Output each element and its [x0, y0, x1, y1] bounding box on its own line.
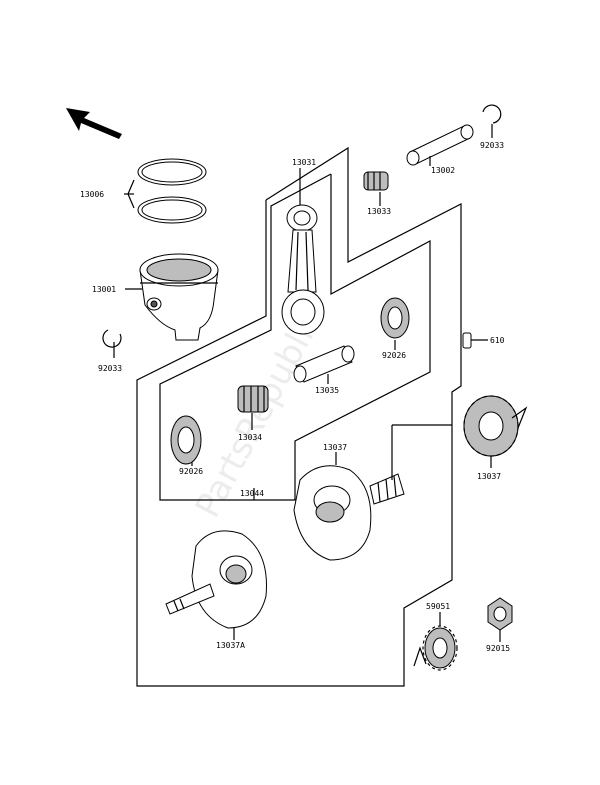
label-13037-top: 13037 — [323, 443, 347, 452]
label-13035: 13035 — [315, 386, 339, 395]
dowel-pin — [462, 332, 472, 349]
thrust-washer-left — [170, 415, 202, 465]
circlip-top — [482, 104, 502, 124]
connecting-rod-group-outline — [159, 173, 431, 501]
label-59051: 59051 — [426, 602, 450, 611]
label-13002: 13002 — [431, 166, 455, 175]
bracket-13006 — [127, 179, 135, 209]
label-13037-gear: 13037 — [477, 472, 501, 481]
needle-bearing-big-end — [237, 385, 269, 413]
gear-indicator-mark — [511, 406, 528, 429]
label-13031: 13031 — [292, 158, 316, 167]
crankshaft-assembly-outline — [136, 146, 462, 687]
circlip-left — [102, 329, 122, 348]
label-13001: 13001 — [92, 285, 116, 294]
label-610: 610 — [490, 336, 505, 345]
balancer-sprocket — [422, 625, 458, 671]
crankshaft-nut — [487, 597, 513, 631]
label-13006: 13006 — [80, 190, 104, 199]
label-92026-right: 92026 — [382, 351, 406, 360]
label-13034: 13034 — [238, 433, 262, 442]
connecting-rod — [281, 204, 325, 335]
label-92026-left: 92026 — [179, 467, 203, 476]
crankshaft-right-half — [293, 465, 405, 561]
piston-rings — [137, 158, 207, 224]
sprocket-indicator-mark — [413, 646, 427, 667]
piston — [139, 253, 219, 341]
crank-pin — [293, 345, 355, 383]
crankshaft-left-half — [165, 530, 267, 629]
label-13033: 13033 — [367, 207, 391, 216]
thrust-washer-right — [380, 297, 410, 339]
label-92033-top: 92033 — [480, 141, 504, 150]
needle-bearing-small-end — [363, 171, 389, 191]
label-13044: 13044 — [240, 489, 264, 498]
piston-pin — [406, 124, 474, 166]
front-direction-arrow-icon — [66, 108, 122, 139]
label-13037A: 13037A — [216, 641, 245, 650]
label-92015: 92015 — [486, 644, 510, 653]
crankshaft-gear — [463, 395, 519, 457]
label-92033-left: 92033 — [98, 364, 122, 373]
